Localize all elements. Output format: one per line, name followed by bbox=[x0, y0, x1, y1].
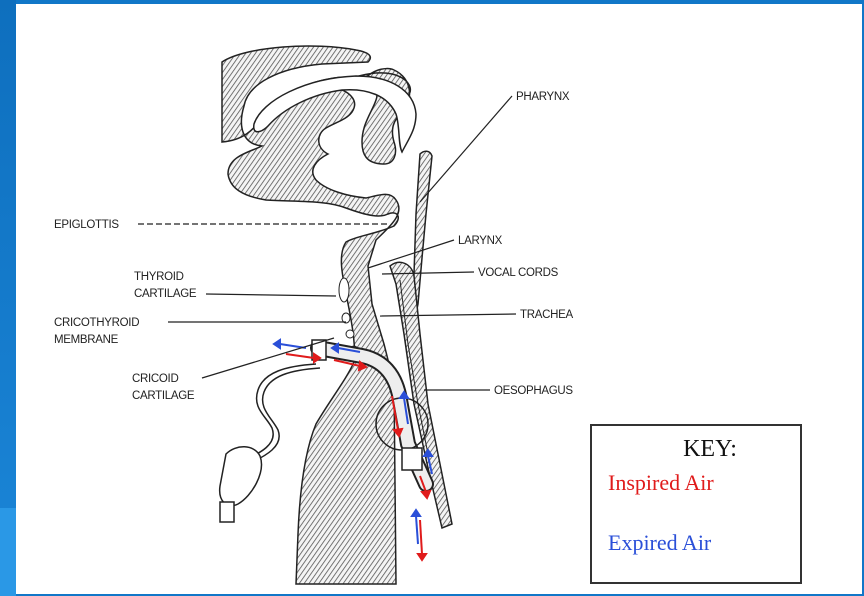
label-thyroid-cartilage: CARTILAGE bbox=[134, 288, 197, 300]
key-legend: KEY: Inspired Air Expired Air bbox=[590, 424, 802, 584]
label-cricoid: CRICOID bbox=[132, 373, 178, 385]
label-cricothyroid: CRICOTHYROID bbox=[54, 317, 139, 329]
label-pharynx: PHARYNX bbox=[516, 91, 570, 103]
label-trachea: TRACHEA bbox=[520, 309, 573, 321]
key-inspired-air: Inspired Air bbox=[608, 470, 714, 496]
left-blue-band bbox=[0, 0, 16, 596]
label-cricoid-cartilage: CARTILAGE bbox=[132, 390, 195, 402]
label-membrane: MEMBRANE bbox=[54, 334, 119, 346]
label-epiglottis: EPIGLOTTIS bbox=[54, 219, 119, 231]
label-vocal-cords: VOCAL CORDS bbox=[478, 267, 559, 279]
head-neck-silhouette bbox=[222, 46, 410, 584]
left-blue-band-lower bbox=[0, 508, 16, 596]
label-larynx: LARYNX bbox=[458, 235, 503, 247]
label-thyroid: THYROID bbox=[134, 271, 184, 283]
label-oesophagus: OESOPHAGUS bbox=[494, 385, 573, 397]
key-expired-air: Expired Air bbox=[608, 530, 711, 556]
key-title: KEY: bbox=[592, 436, 800, 463]
image-frame: PHARYNX EPIGLOTTIS LARYNX VOCAL CORDS TH… bbox=[16, 4, 862, 594]
